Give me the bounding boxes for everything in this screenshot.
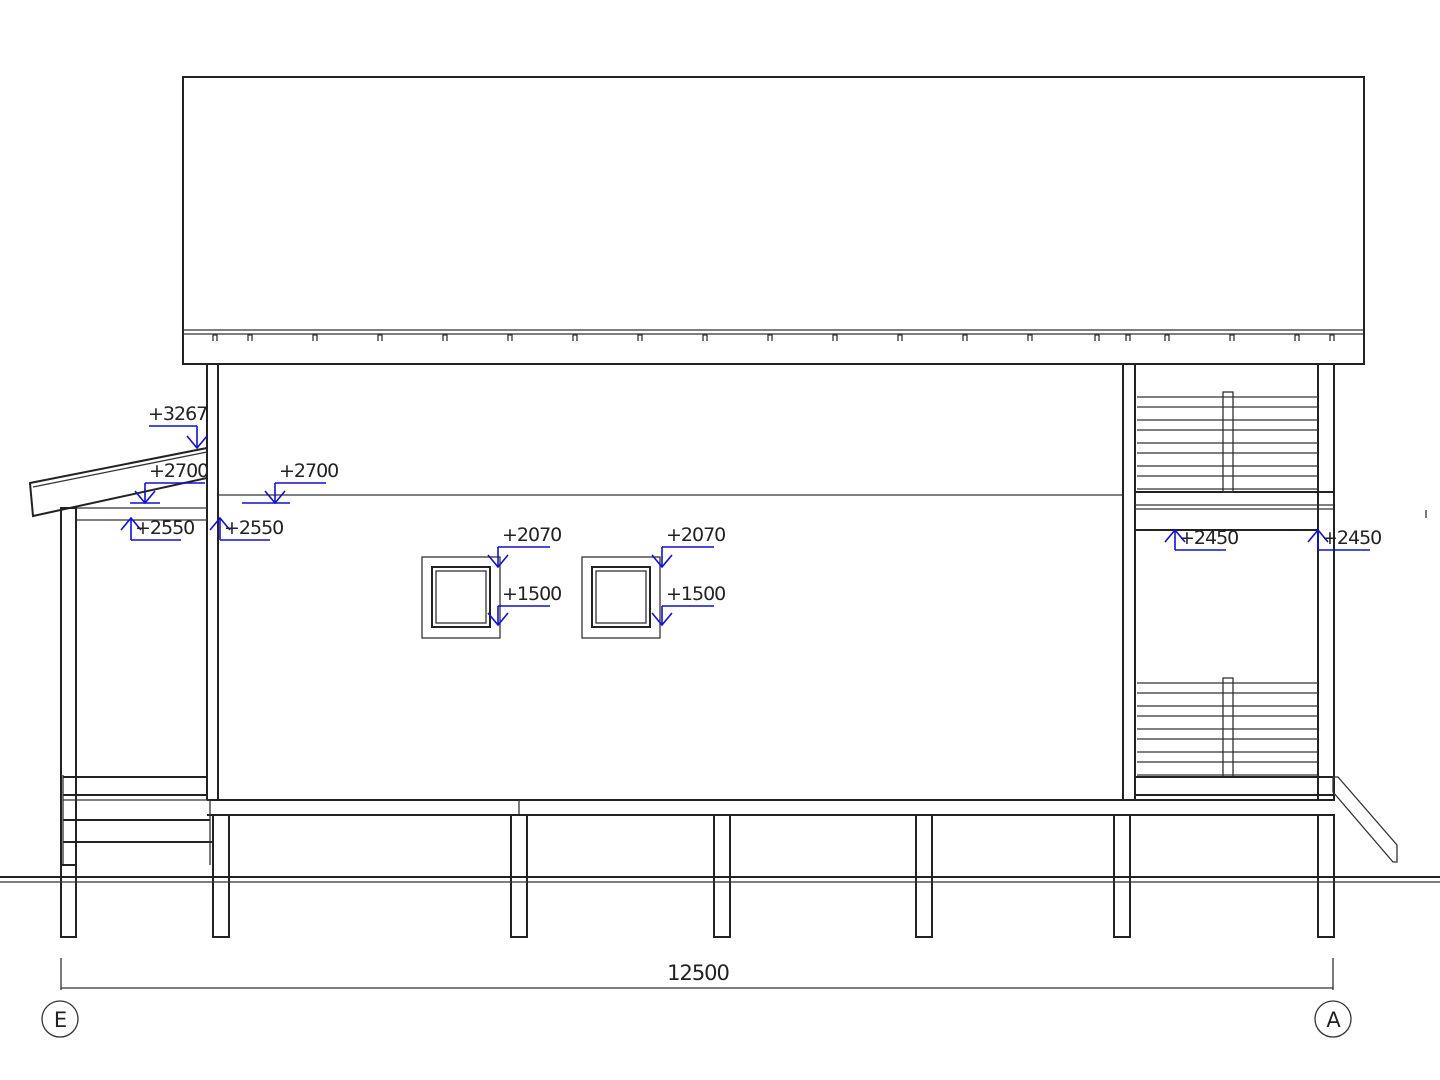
level-label: +2550 bbox=[135, 517, 194, 539]
level-label: +1500 bbox=[502, 583, 561, 605]
level-mark: +2070 bbox=[487, 524, 562, 569]
fastener-mark bbox=[572, 334, 578, 341]
fastener-mark bbox=[1294, 334, 1300, 341]
roof bbox=[182, 76, 1365, 365]
level-label: +2070 bbox=[666, 524, 725, 546]
level-mark: +1500 bbox=[487, 583, 562, 627]
level-mark: +2700 bbox=[130, 460, 209, 505]
axis-label-a: A bbox=[1326, 1008, 1341, 1032]
fastener-mark bbox=[1125, 334, 1131, 341]
fastener-mark bbox=[897, 334, 903, 341]
level-label: +2700 bbox=[279, 460, 338, 482]
level-mark: +1500 bbox=[651, 583, 726, 627]
fastener-mark bbox=[377, 334, 383, 341]
level-mark: +2450 bbox=[1164, 527, 1239, 551]
fastener-mark bbox=[1229, 334, 1235, 341]
level-mark: +2550 bbox=[120, 516, 195, 541]
level-label: +2450 bbox=[1322, 527, 1381, 549]
axis-marker-e: E bbox=[41, 1000, 79, 1038]
level-mark: +3267 bbox=[148, 403, 208, 450]
window-1 bbox=[421, 556, 501, 639]
fastener-mark bbox=[247, 334, 253, 341]
level-mark: +2450 bbox=[1307, 527, 1382, 551]
fastener-mark bbox=[832, 334, 838, 341]
fastener-mark bbox=[1027, 334, 1033, 341]
fastener-mark bbox=[442, 334, 448, 341]
level-label: +2550 bbox=[224, 517, 283, 539]
level-mark: +2070 bbox=[651, 524, 726, 569]
level-marks: +3267 +2700 +2700 +2550 +2550 +2070 +1500 +2070… bbox=[120, 403, 1382, 627]
level-label: +3267 bbox=[148, 403, 207, 425]
main-wall bbox=[206, 364, 1334, 816]
overall-dimension: 12500 bbox=[60, 958, 1334, 990]
level-label: +2070 bbox=[502, 524, 561, 546]
fastener-mark bbox=[1164, 334, 1170, 341]
fastener-mark bbox=[767, 334, 773, 341]
pile bbox=[60, 864, 77, 938]
fastener-mark bbox=[702, 334, 708, 341]
fastener-mark bbox=[1329, 334, 1335, 341]
axis-label-e: E bbox=[54, 1008, 66, 1032]
railing-lower bbox=[1137, 682, 1318, 776]
roof-fasteners bbox=[212, 334, 1335, 341]
window-2 bbox=[581, 556, 661, 639]
level-mark: +2700 bbox=[242, 460, 339, 505]
fastener-mark bbox=[1094, 334, 1100, 341]
fastener-mark bbox=[507, 334, 513, 341]
left-porch bbox=[28, 446, 212, 938]
axis-marker-a: A bbox=[1314, 1000, 1352, 1038]
level-mark: +2550 bbox=[209, 516, 284, 541]
railing-upper bbox=[1137, 396, 1318, 490]
fastener-mark bbox=[312, 334, 318, 341]
level-label: +1500 bbox=[666, 583, 725, 605]
level-label: +2700 bbox=[149, 460, 208, 482]
right-balcony bbox=[1135, 363, 1427, 863]
dimension-label: 12500 bbox=[667, 961, 729, 985]
level-label: +2450 bbox=[1179, 527, 1238, 549]
fastener-mark bbox=[962, 334, 968, 341]
fastener-mark bbox=[212, 334, 218, 341]
fastener-mark bbox=[637, 334, 643, 341]
